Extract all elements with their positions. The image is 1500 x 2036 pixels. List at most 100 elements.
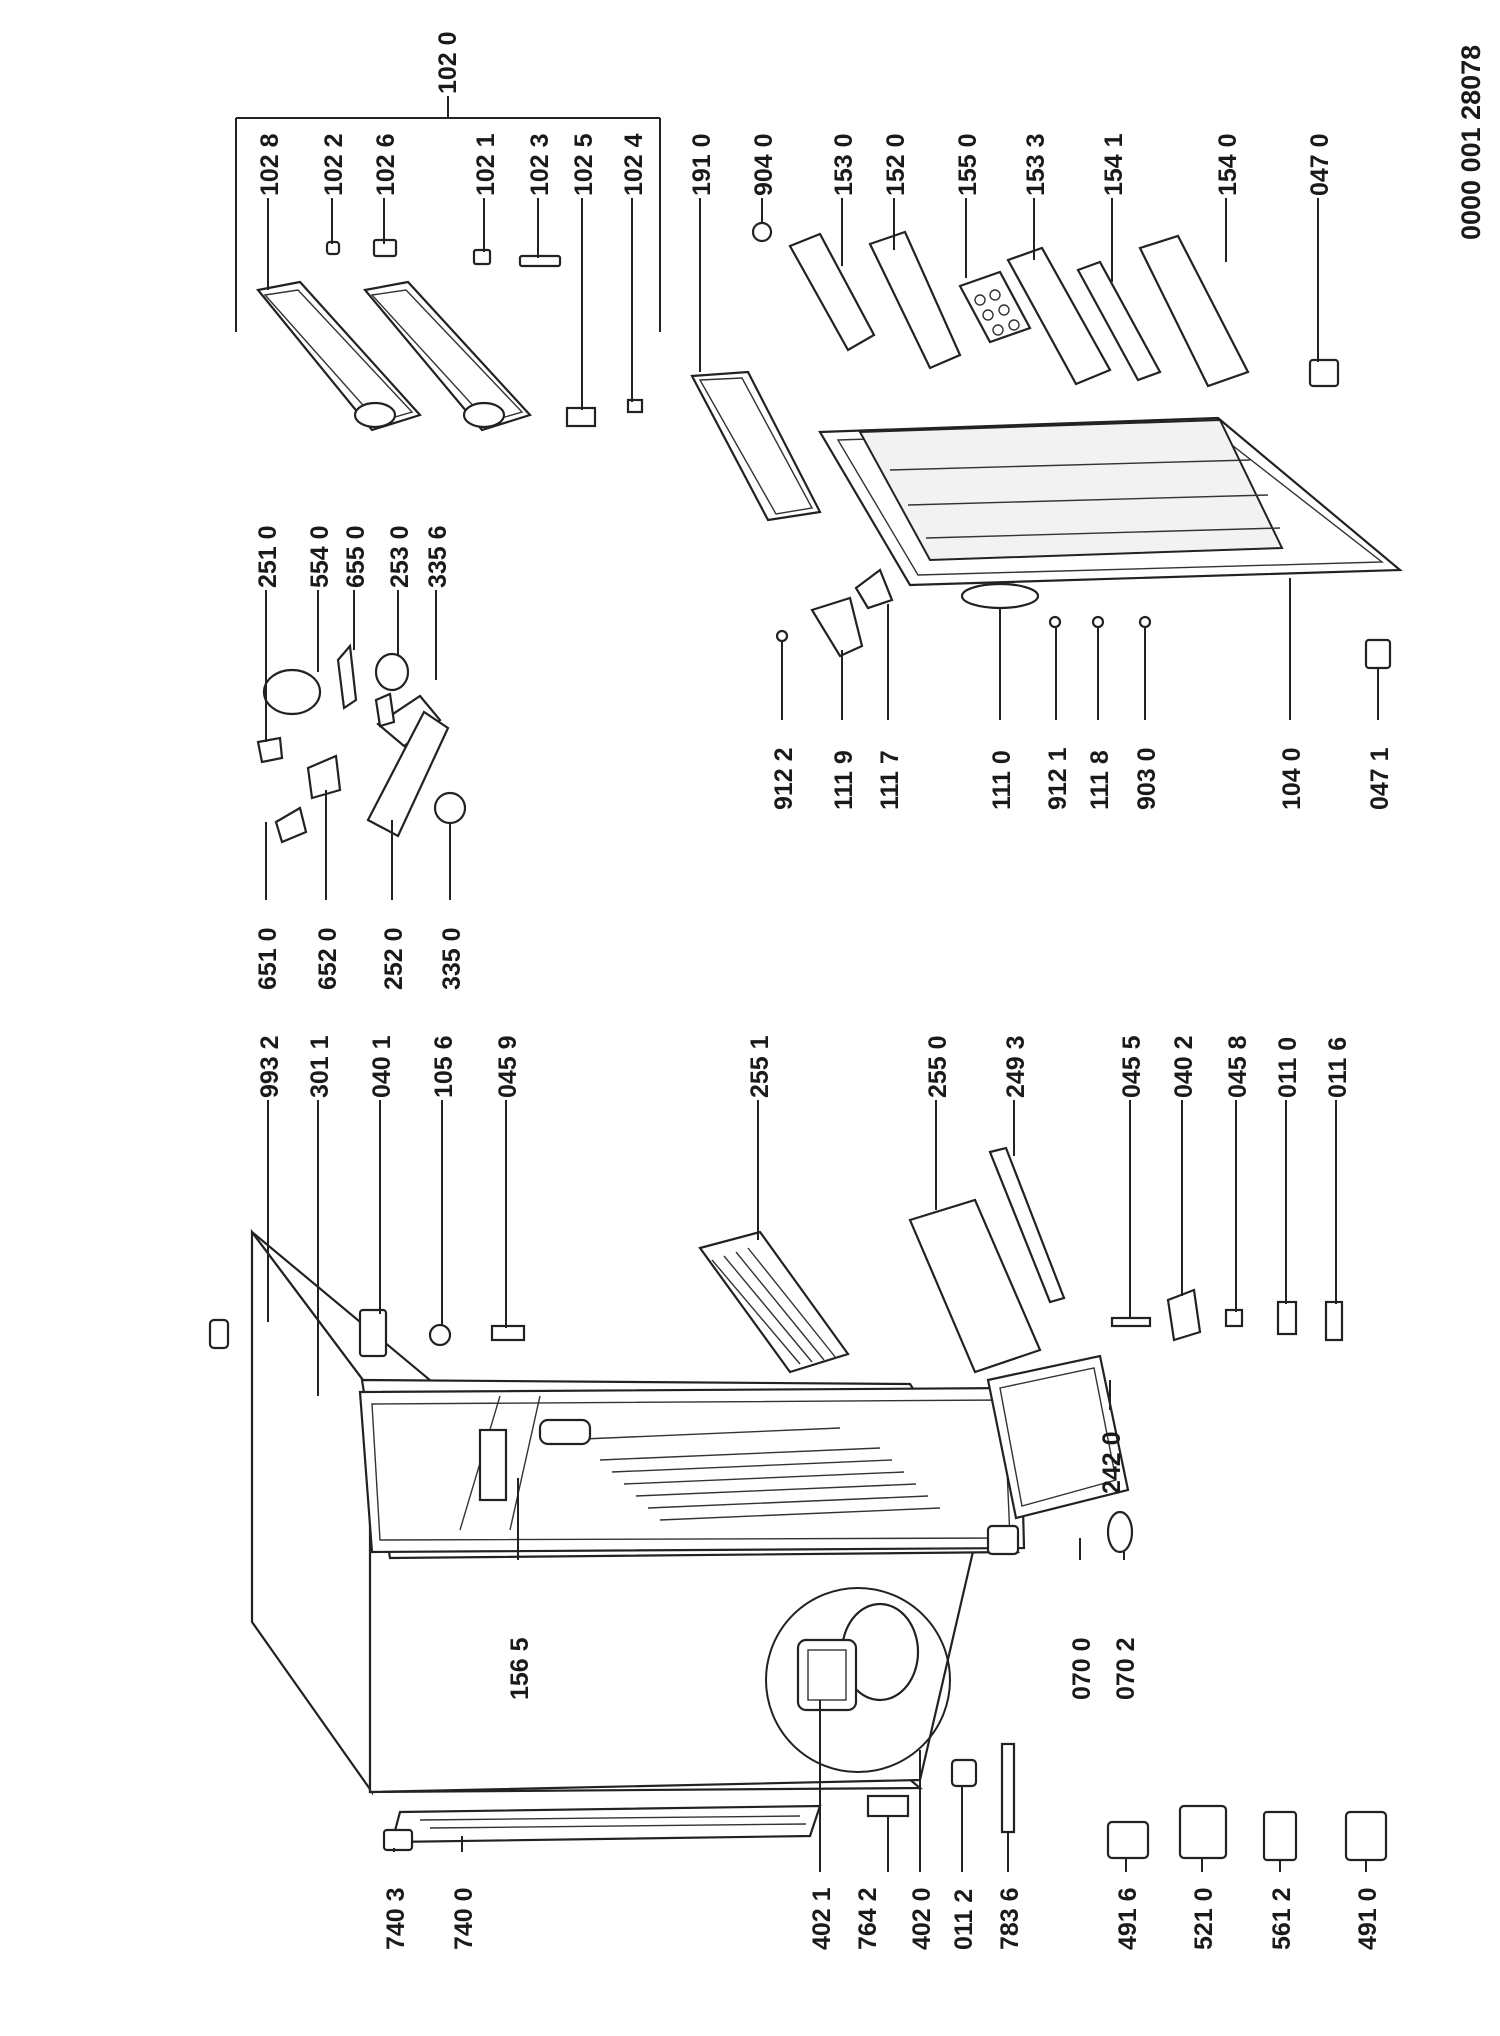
part-0112 — [950, 1758, 978, 1788]
label-2520: 252 0 — [380, 927, 408, 990]
label-1040: 104 0 — [1278, 747, 1306, 810]
part-labels: 102 0 102 8 102 2 102 6 102 1 102 3 102 … — [254, 31, 1394, 1950]
label-1117: 111 7 — [876, 750, 904, 810]
part-0458 — [1224, 1308, 1244, 1328]
label-7836: 783 6 — [996, 1887, 1024, 1950]
label-1028: 102 8 — [256, 133, 284, 196]
label-0402: 040 2 — [1170, 1035, 1198, 1098]
label-4910: 491 0 — [1354, 1887, 1382, 1950]
label-1020: 102 0 — [434, 31, 462, 94]
label-2420: 242 0 — [1098, 1431, 1126, 1494]
label-7400: 740 0 — [450, 1887, 478, 1950]
part-0471 — [1364, 638, 1392, 670]
label-1550: 155 0 — [954, 133, 982, 196]
label-2551: 255 1 — [746, 1035, 774, 1098]
label-1024: 102 4 — [620, 133, 648, 196]
label-1025: 102 5 — [570, 133, 598, 196]
part-0116 — [1324, 1300, 1344, 1342]
part-0455 — [1110, 1316, 1152, 1328]
label-9122: 912 2 — [770, 747, 798, 810]
label-1022: 102 2 — [320, 133, 348, 196]
bin-1540 — [1138, 234, 1250, 388]
label-1056: 105 6 — [430, 1035, 458, 1098]
compressor-circle — [765, 1587, 951, 1773]
part-3350 — [433, 791, 467, 825]
part-5540 — [262, 668, 322, 716]
glass-shelf-2550 — [908, 1198, 1042, 1374]
freezer-flap-1028 — [255, 280, 422, 432]
label-2493: 249 3 — [1002, 1035, 1030, 1098]
label-1540: 154 0 — [1214, 133, 1242, 196]
part-4916 — [1106, 1820, 1150, 1860]
part-1025 — [565, 406, 597, 428]
label-1530: 153 0 — [830, 133, 858, 196]
label-7403: 740 3 — [382, 1887, 410, 1950]
part-1118 — [1091, 615, 1105, 629]
label-6510: 651 0 — [254, 927, 282, 990]
label-4021: 402 1 — [808, 1887, 836, 1950]
part-9030 — [1138, 615, 1152, 629]
hinge-0470 — [1308, 358, 1340, 388]
part-1117 — [854, 568, 894, 610]
part-6550 — [336, 643, 358, 710]
label-0702: 070 2 — [1112, 1637, 1140, 1700]
label-9030: 903 0 — [1133, 747, 1161, 810]
part-0110 — [1276, 1300, 1298, 1336]
wire-shelf-2551 — [698, 1230, 850, 1374]
label-0470: 047 0 — [1306, 133, 1334, 196]
leader-lines — [235, 96, 1379, 1872]
label-0455: 045 5 — [1118, 1035, 1146, 1098]
label-1541: 154 1 — [1100, 133, 1128, 196]
label-0401: 040 1 — [368, 1035, 396, 1098]
label-5540: 554 0 — [306, 525, 334, 588]
spring-3356 — [374, 692, 396, 728]
label-0459: 045 9 — [494, 1035, 522, 1098]
label-1565: 156 5 — [506, 1637, 534, 1700]
freezer-flap-1021 — [362, 280, 532, 432]
label-1023: 102 3 — [526, 133, 554, 196]
bin-1533 — [1006, 246, 1112, 386]
label-9040: 904 0 — [750, 133, 778, 196]
label-1110: 111 0 — [988, 750, 1016, 810]
label-1520: 152 0 — [882, 133, 910, 196]
label-9121: 912 1 — [1044, 747, 1072, 810]
shelf-trim-2493 — [988, 1146, 1066, 1304]
label-3350: 335 0 — [438, 927, 466, 990]
part-9122 — [775, 629, 789, 643]
label-1118: 111 8 — [1086, 750, 1114, 810]
part-0459 — [490, 1324, 526, 1342]
label-9932: 993 2 — [256, 1035, 284, 1098]
part-0702 — [1106, 1510, 1134, 1554]
label-2550: 255 0 — [924, 1035, 952, 1098]
seal-strip-1910 — [690, 370, 822, 522]
part-2530 — [374, 652, 410, 692]
label-2530: 253 0 — [386, 525, 414, 588]
label-6550: 655 0 — [342, 525, 370, 588]
bin-1530 — [788, 232, 876, 352]
label-1533: 153 3 — [1022, 133, 1050, 196]
part-6510 — [274, 806, 308, 844]
label-1026: 102 6 — [372, 133, 400, 196]
label-2510: 251 0 — [254, 525, 282, 588]
bin-1541 — [1076, 260, 1162, 382]
label-4916: 491 6 — [1114, 1887, 1142, 1950]
part-9121 — [1048, 615, 1062, 629]
part-1110 — [960, 582, 1040, 610]
part-9932 — [208, 1318, 230, 1350]
part-9040 — [751, 221, 773, 243]
label-7642: 764 2 — [854, 1887, 882, 1950]
part-0401 — [358, 1308, 388, 1358]
label-0458: 045 8 — [1224, 1035, 1252, 1098]
label-0110: 011 0 — [1274, 1037, 1302, 1098]
light-cover — [538, 1418, 592, 1446]
part-4910 — [1344, 1810, 1388, 1862]
light-housing-2520 — [366, 694, 450, 838]
part-1021-clip — [472, 248, 492, 266]
crisper-2420 — [986, 1354, 1130, 1520]
label-0116: 011 6 — [1324, 1037, 1352, 1098]
part-1024 — [626, 398, 644, 414]
interior-rails — [559, 1427, 941, 1521]
part-1023 — [518, 254, 562, 268]
label-1910: 191 0 — [688, 133, 716, 196]
